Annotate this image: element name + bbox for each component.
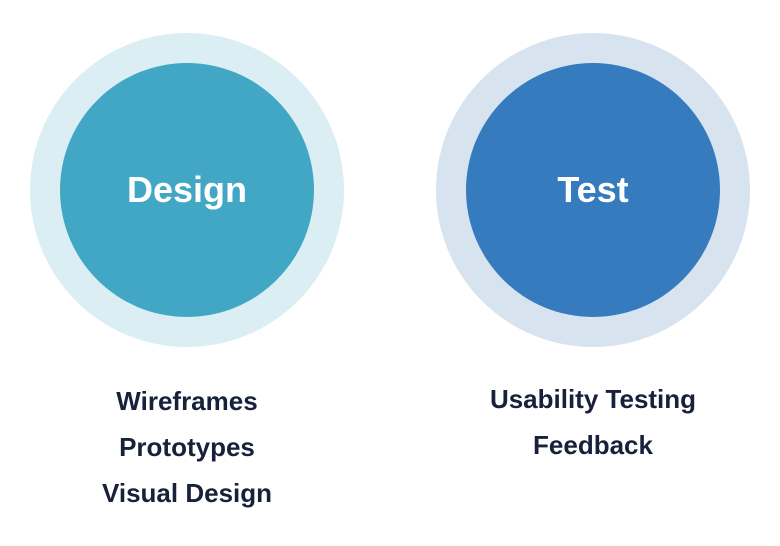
design-items: Wireframes Prototypes Visual Design	[27, 378, 347, 516]
design-circle: Design	[60, 63, 314, 317]
list-item: Prototypes	[119, 432, 255, 462]
list-item: Visual Design	[101, 478, 273, 508]
list-item: Usability Testing	[489, 384, 697, 414]
test-title: Test	[557, 169, 629, 210]
test-items: Usability Testing Feedback	[433, 376, 753, 468]
test-circle: Test	[466, 63, 720, 317]
list-item: Wireframes	[116, 386, 258, 416]
list-item: Feedback	[533, 430, 653, 460]
design-title: Design	[126, 169, 248, 210]
